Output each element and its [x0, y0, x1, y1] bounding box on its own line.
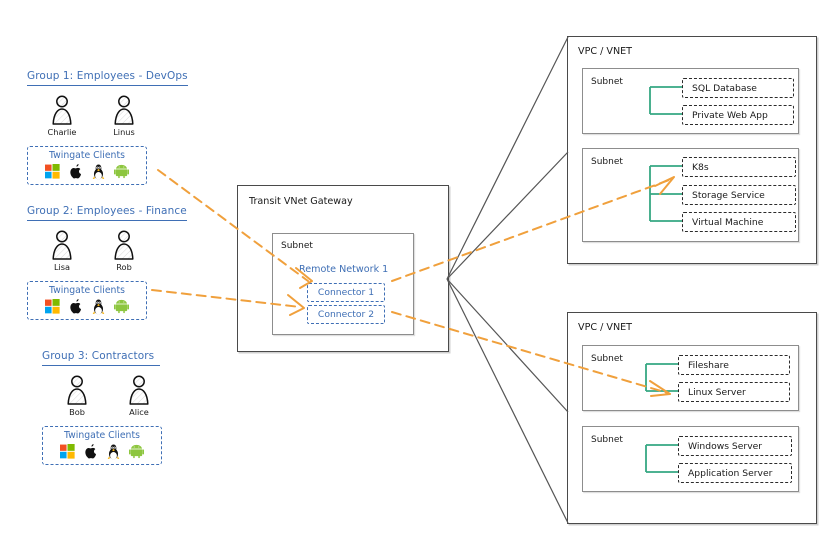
- person: Lisa: [41, 230, 83, 272]
- twingate-clients-box: Twingate Clients: [27, 146, 147, 186]
- group-2: Group 2: Employees - Finance Lisa Rob Tw…: [27, 205, 187, 321]
- windows-icon: [45, 299, 60, 315]
- people-list: Charlie Linus: [27, 95, 188, 137]
- clients-label: Twingate Clients: [49, 150, 125, 162]
- person-icon: [52, 95, 72, 126]
- vpc1-subnet-2: Subnet K8s Storage Service Virtual Machi…: [582, 148, 799, 242]
- vpc-title: VPC / VNET: [578, 322, 633, 333]
- platform-icons: [28, 164, 146, 180]
- people-list: Lisa Rob: [27, 230, 187, 272]
- linux-icon: [92, 299, 105, 315]
- person: Alice: [118, 375, 160, 417]
- resource-sql-database: SQL Database: [682, 78, 794, 98]
- person-name: Alice: [129, 407, 149, 418]
- gateway-title: Transit VNet Gateway: [249, 196, 353, 207]
- gateway-subnet: Subnet Remote Network 1 Connector 1 Conn…: [272, 233, 414, 335]
- resource-application-server: Application Server: [678, 463, 792, 483]
- person-icon: [114, 230, 134, 261]
- person-name: Lisa: [53, 262, 71, 273]
- resource-label: SQL Database: [692, 82, 757, 94]
- clients-label: Twingate Clients: [49, 285, 125, 297]
- resource-label: Virtual Machine: [692, 216, 764, 228]
- person: Bob: [56, 375, 98, 417]
- subnet-label: Subnet: [591, 77, 623, 87]
- resource-virtual-machine: Virtual Machine: [682, 212, 796, 232]
- resource-private-web-app: Private Web App: [682, 105, 794, 125]
- android-icon: [129, 445, 144, 459]
- person-name: Charlie: [47, 127, 77, 138]
- platform-icons: [43, 444, 161, 460]
- group-3: Group 3: Contractors Bob Alice Twingate …: [42, 350, 162, 466]
- group-title: Group 3: Contractors: [42, 350, 155, 362]
- android-icon: [114, 300, 129, 314]
- group-title: Group 2: Employees - Finance: [27, 205, 187, 217]
- person: Rob: [103, 230, 145, 272]
- people-list: Bob Alice: [42, 375, 162, 417]
- connector-2[interactable]: Connector 2: [307, 305, 385, 324]
- vpc-vnet-2: VPC / VNET Subnet Fileshare Linux Server…: [567, 312, 817, 524]
- android-icon: [114, 165, 129, 179]
- transit-vnet-gateway: Transit VNet Gateway Subnet Remote Netwo…: [237, 185, 449, 352]
- apple-icon: [70, 299, 81, 314]
- resource-storage-service: Storage Service: [682, 185, 796, 205]
- subnet-label: Subnet: [281, 241, 313, 251]
- title-underline: [27, 220, 187, 222]
- person-name: Rob: [116, 262, 132, 273]
- linux-icon: [92, 164, 105, 180]
- resource-label: Private Web App: [692, 109, 768, 121]
- subnet-link-lines: [645, 444, 678, 473]
- resource-label: Application Server: [688, 467, 773, 479]
- person-name: Bob: [69, 407, 85, 418]
- vpc2-subnet-2: Subnet Windows Server Application Server: [582, 426, 799, 492]
- title-underline: [42, 365, 160, 367]
- resource-label: Windows Server: [688, 440, 763, 452]
- person-icon: [67, 375, 87, 406]
- twingate-clients-box: Twingate Clients: [42, 426, 162, 466]
- platform-icons: [28, 299, 146, 315]
- vpc-title: VPC / VNET: [578, 46, 633, 57]
- group-title: Group 1: Employees - DevOps: [27, 70, 188, 82]
- person-name: Linus: [113, 127, 135, 138]
- resource-fileshare: Fileshare: [678, 355, 790, 375]
- resource-label: Fileshare: [688, 359, 729, 371]
- subnet-label: Subnet: [591, 157, 623, 167]
- person-icon: [114, 95, 134, 126]
- person-icon: [52, 230, 72, 261]
- resource-label: K8s: [692, 161, 709, 173]
- person-icon: [129, 375, 149, 406]
- title-underline: [27, 85, 188, 87]
- connector-1[interactable]: Connector 1: [307, 283, 385, 302]
- subnet-label: Subnet: [591, 435, 623, 445]
- resource-linux-server: Linux Server: [678, 382, 790, 402]
- connector-label: Connector 2: [317, 309, 375, 320]
- windows-icon: [60, 444, 75, 460]
- resource-label: Linux Server: [688, 386, 746, 398]
- apple-icon: [70, 164, 81, 179]
- resource-windows-server: Windows Server: [678, 436, 792, 456]
- resource-label: Storage Service: [692, 189, 765, 201]
- remote-network-label: Remote Network 1: [299, 264, 389, 275]
- linux-icon: [107, 444, 120, 460]
- twingate-clients-box: Twingate Clients: [27, 281, 147, 321]
- vpc-vnet-1: VPC / VNET Subnet SQL Database Private W…: [567, 36, 817, 264]
- vpc1-subnet-1: Subnet SQL Database Private Web App: [582, 68, 799, 134]
- connector-label: Connector 1: [317, 287, 375, 298]
- vpc2-subnet-1: Subnet Fileshare Linux Server: [582, 345, 799, 411]
- clients-label: Twingate Clients: [64, 430, 140, 442]
- group-1: Group 1: Employees - DevOps Charlie Linu…: [27, 70, 188, 186]
- resource-k8s: K8s: [682, 157, 796, 177]
- person: Charlie: [41, 95, 83, 137]
- subnet-link-lines: [649, 86, 682, 115]
- apple-icon: [85, 444, 96, 459]
- windows-icon: [45, 164, 60, 180]
- person: Linus: [103, 95, 145, 137]
